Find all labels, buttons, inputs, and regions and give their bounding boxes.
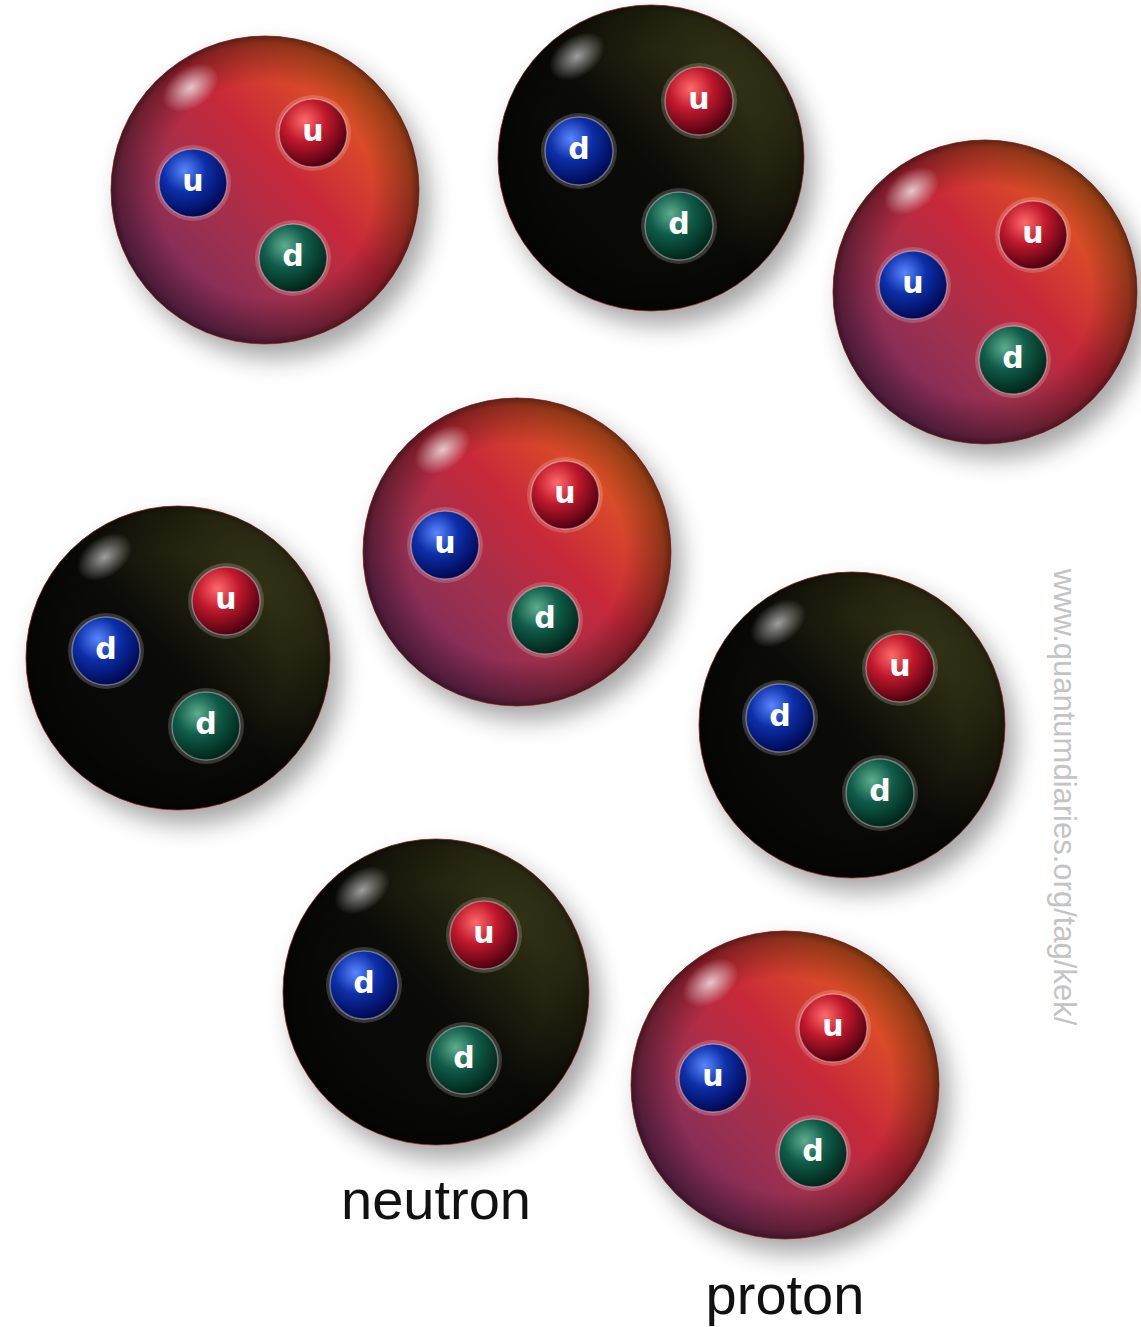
- nucleon-sphere: protonuud: [630, 930, 940, 1240]
- quark-ball: d: [168, 688, 244, 764]
- quark-ball: d: [842, 755, 918, 831]
- quark-ball: u: [407, 507, 483, 583]
- quark-ball: u: [875, 247, 951, 323]
- quark-flavour: d: [68, 611, 144, 687]
- quark-flavour: u: [407, 505, 483, 581]
- nucleon-sphere: udd: [25, 505, 331, 811]
- quark-ball: u: [862, 630, 938, 706]
- quark-ball: u: [661, 63, 737, 139]
- quark-ball: d: [775, 1115, 851, 1191]
- quark-flavour: u: [661, 61, 737, 137]
- nucleon-sphere: neutronudd: [282, 838, 590, 1146]
- quark-flavour: d: [507, 580, 583, 656]
- quark-ball: u: [995, 197, 1071, 273]
- nucleon-sphere: udd: [698, 571, 1006, 879]
- quark-flavour: d: [641, 186, 717, 262]
- quark-ball: d: [255, 220, 331, 296]
- quark-flavour: d: [742, 678, 818, 754]
- quark-ball: d: [641, 188, 717, 264]
- quark-flavour: d: [975, 320, 1051, 396]
- nucleon-sphere: udd: [497, 4, 805, 312]
- quark-flavour: d: [842, 753, 918, 829]
- quark-ball: d: [326, 947, 402, 1023]
- quark-flavour: u: [446, 895, 522, 971]
- quark-ball: d: [975, 322, 1051, 398]
- quark-ball: u: [446, 897, 522, 973]
- watermark: www.quantumdiaries.org/tag/kek/: [1046, 569, 1082, 1026]
- quark-flavour: d: [775, 1113, 851, 1189]
- particle-name: proton: [706, 1260, 865, 1327]
- quark-flavour: d: [326, 945, 402, 1021]
- quark-ball: u: [275, 95, 351, 171]
- particle-name: neutron: [341, 1165, 531, 1235]
- nucleon-sphere: uud: [832, 139, 1138, 445]
- quark-flavour: u: [188, 561, 264, 637]
- quark-flavour: u: [862, 628, 938, 704]
- quark-flavour: u: [155, 143, 231, 219]
- quark-flavour: u: [875, 245, 951, 321]
- quark-ball: d: [426, 1022, 502, 1098]
- quark-flavour: u: [275, 93, 351, 169]
- quark-ball: d: [742, 680, 818, 756]
- nucleon-sphere: uud: [362, 397, 672, 707]
- quark-ball: u: [155, 145, 231, 221]
- quark-flavour: u: [675, 1038, 751, 1114]
- quark-ball: u: [675, 1040, 751, 1116]
- quark-ball: u: [527, 457, 603, 533]
- nucleon-sphere: uud: [110, 35, 420, 345]
- quark-ball: d: [541, 113, 617, 189]
- quark-ball: d: [507, 582, 583, 658]
- quark-flavour: u: [995, 195, 1071, 271]
- quark-flavour: d: [255, 218, 331, 294]
- quark-flavour: d: [168, 686, 244, 762]
- quark-flavour: d: [426, 1020, 502, 1096]
- quark-ball: u: [795, 990, 871, 1066]
- quark-ball: u: [188, 563, 264, 639]
- quark-ball: d: [68, 613, 144, 689]
- quark-flavour: u: [527, 455, 603, 531]
- quark-flavour: u: [795, 988, 871, 1064]
- quark-flavour: d: [541, 111, 617, 187]
